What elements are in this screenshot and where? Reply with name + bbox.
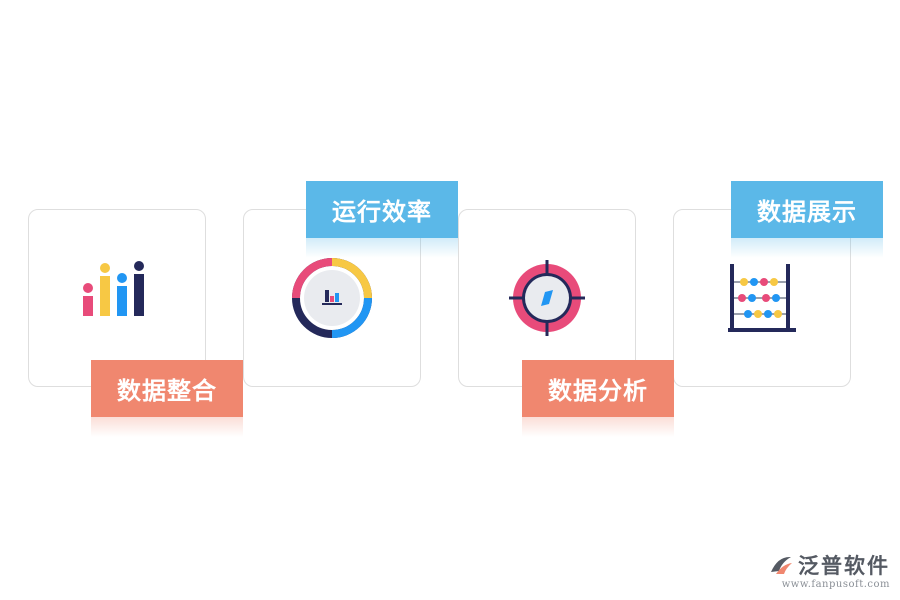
card-data-integration bbox=[28, 209, 206, 387]
card-data-display bbox=[673, 209, 851, 387]
card-data-analysis bbox=[458, 209, 636, 387]
donut-chart-icon bbox=[292, 258, 372, 338]
target-compass-icon bbox=[509, 260, 585, 336]
tag-data-display: 数据展示 bbox=[731, 181, 883, 258]
tag-data-analysis: 数据分析 bbox=[522, 360, 674, 437]
tag-label: 数据展示 bbox=[757, 198, 857, 226]
tag-run-efficiency: 运行效率 bbox=[306, 181, 458, 258]
card-run-efficiency bbox=[243, 209, 421, 387]
bar-chart-people-icon bbox=[83, 261, 144, 316]
abacus-icon bbox=[728, 264, 796, 332]
brand-logo: 泛普软件 www.fanpusoft.com bbox=[768, 550, 890, 590]
brand-url: www.fanpusoft.com bbox=[781, 579, 890, 590]
tag-label: 数据分析 bbox=[548, 377, 648, 405]
tag-label: 运行效率 bbox=[332, 198, 432, 226]
fanpu-logo-icon bbox=[771, 556, 792, 574]
brand-name: 泛普软件 bbox=[798, 554, 890, 578]
tag-data-integration: 数据整合 bbox=[91, 360, 243, 437]
tag-label: 数据整合 bbox=[117, 377, 217, 405]
